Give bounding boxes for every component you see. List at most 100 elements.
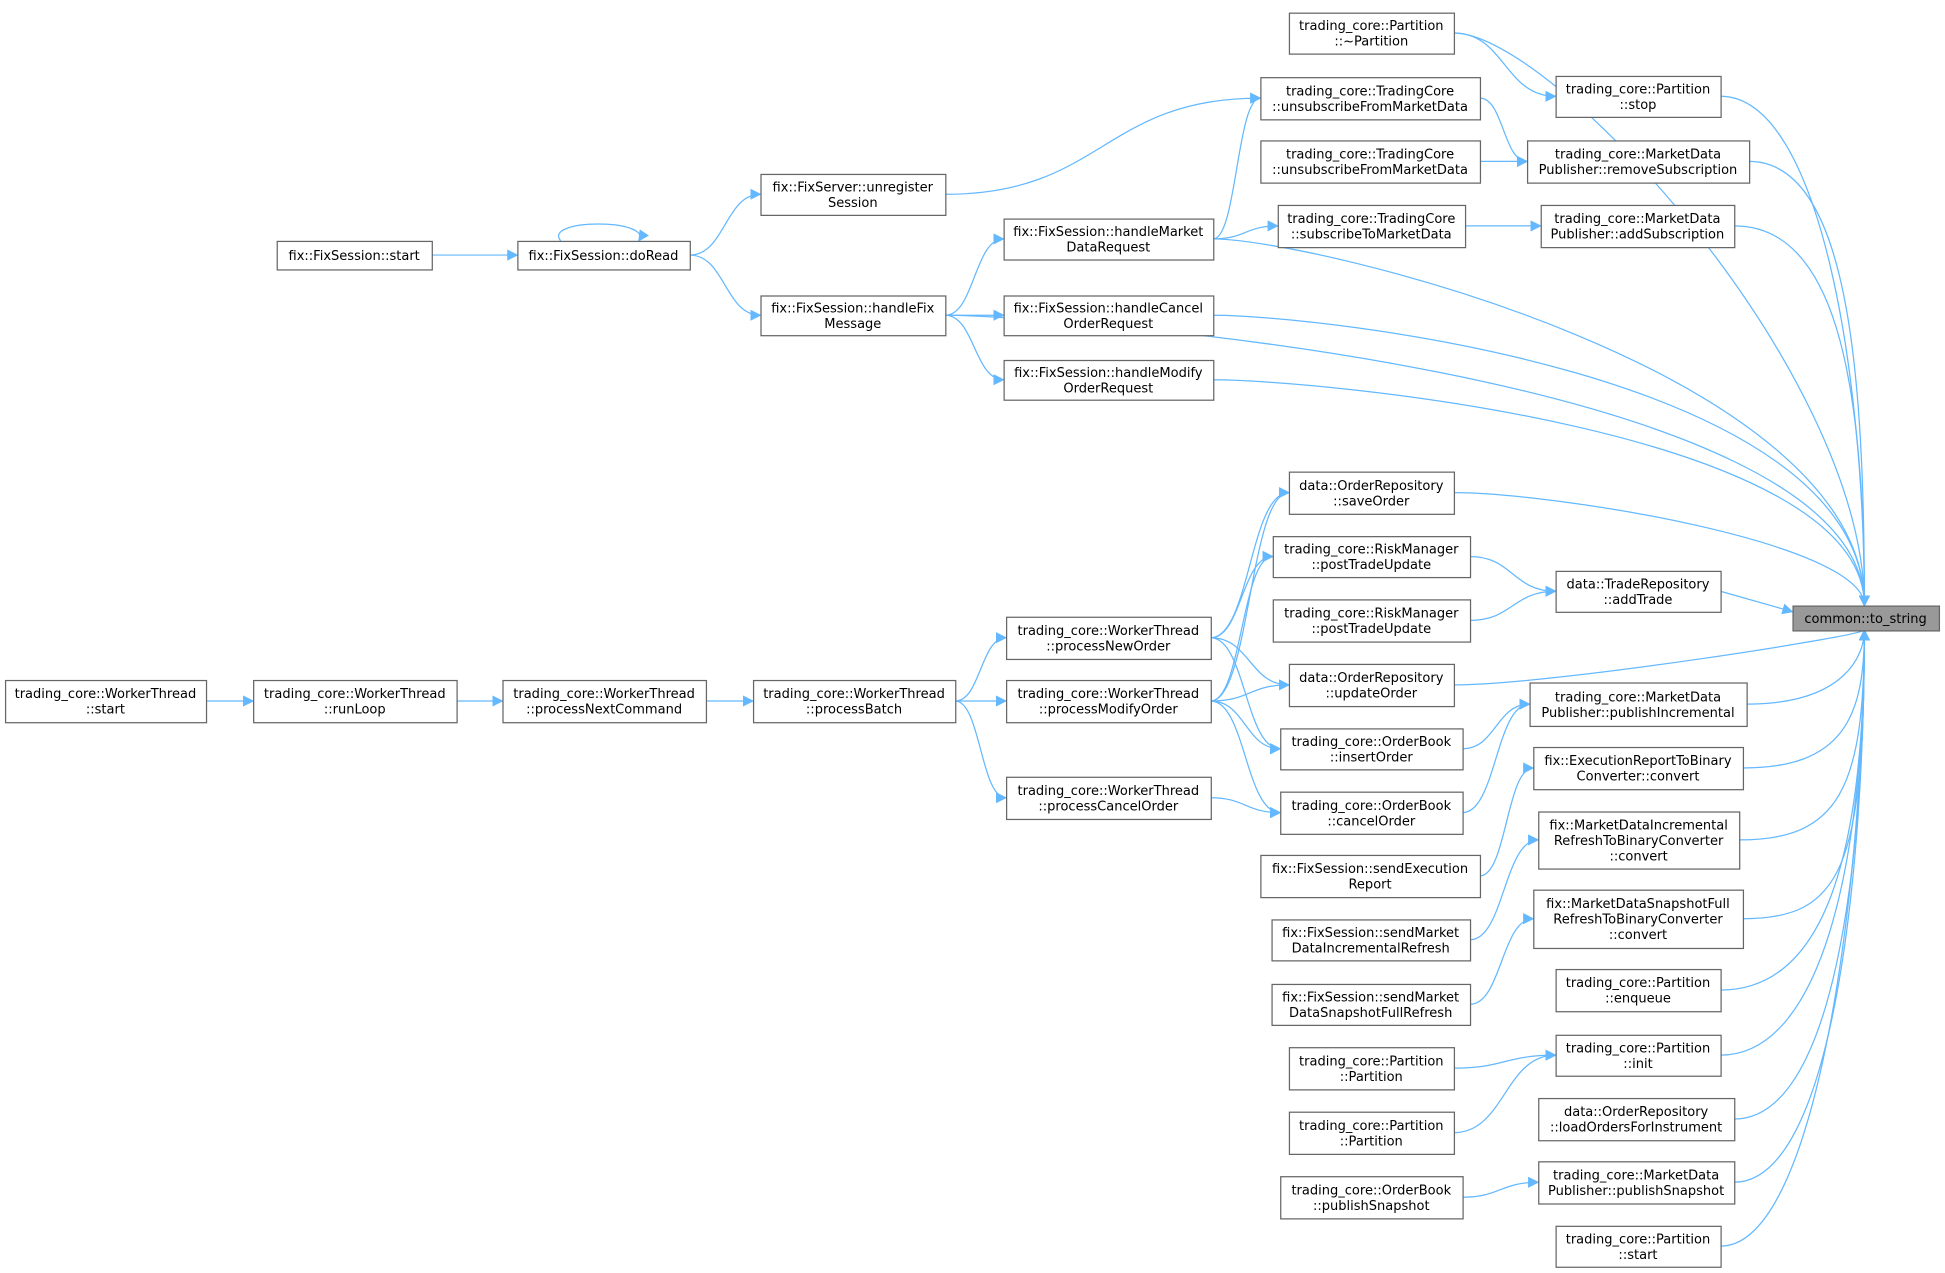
node-label: ::saveOrder bbox=[1333, 494, 1410, 509]
edge-partition_dtor-to-to_string bbox=[1453, 32, 1870, 607]
node-to_string[interactable]: common::to_string bbox=[1792, 605, 1941, 632]
edge-add_trade-to-to_string bbox=[1720, 590, 1794, 615]
node-label: Publisher::addSubscription bbox=[1551, 228, 1725, 243]
edge-handle_fix-to-handle_modify bbox=[945, 314, 1005, 386]
edge-update_order-to-to_string bbox=[1453, 629, 1870, 686]
node-subscribe[interactable]: trading_core::TradingCore::subscribeToMa… bbox=[1277, 204, 1467, 249]
node-do_read[interactable]: fix::FixSession::doRead bbox=[517, 240, 691, 271]
node-partition_dtor[interactable]: trading_core::Partition::~Partition bbox=[1288, 12, 1456, 55]
node-update_order[interactable]: data::OrderRepository::updateOrder bbox=[1288, 663, 1456, 708]
node-mdinc_conv[interactable]: fix::MarketDataIncrementalRefreshToBinar… bbox=[1538, 811, 1741, 870]
node-box bbox=[1260, 140, 1482, 184]
edge-partition_a-to-init bbox=[1453, 1049, 1557, 1069]
node-box bbox=[1555, 1034, 1722, 1077]
node-post_trade_b[interactable]: trading_core::RiskManager::postTradeUpda… bbox=[1272, 599, 1472, 643]
node-label: ::insertOrder bbox=[1330, 750, 1414, 765]
node-save_order[interactable]: data::OrderRepository::saveOrder bbox=[1288, 471, 1456, 515]
node-box bbox=[1555, 968, 1722, 1013]
edge-remove_sub-to-to_string bbox=[1749, 160, 1870, 607]
node-init[interactable]: trading_core::Partition::init bbox=[1555, 1034, 1722, 1077]
node-box bbox=[1533, 746, 1745, 791]
node-label: fix::FixSession::sendMarket bbox=[1282, 990, 1459, 1005]
node-partition_start[interactable]: trading_core::Partition::start bbox=[1555, 1225, 1722, 1268]
node-label: trading_core::Partition bbox=[1566, 976, 1711, 991]
node-ob_snapshot[interactable]: trading_core::OrderBook::publishSnapshot bbox=[1280, 1176, 1464, 1220]
node-label: fix::FixServer::unregister bbox=[773, 180, 934, 195]
node-box bbox=[1005, 679, 1212, 724]
node-label: trading_core::OrderBook bbox=[1291, 799, 1451, 814]
node-box bbox=[1288, 663, 1456, 708]
edge-post_trade_a-to-add_trade bbox=[1469, 555, 1557, 597]
node-mdsnap_conv[interactable]: fix::MarketDataSnapshotFullRefreshToBina… bbox=[1533, 889, 1745, 950]
node-label: fix::MarketDataIncremental bbox=[1549, 818, 1727, 833]
node-send_mdsnap[interactable]: fix::FixSession::sendMarketDataSnapshotF… bbox=[1271, 983, 1472, 1026]
node-box bbox=[517, 240, 691, 271]
node-fix_start[interactable]: fix::FixSession::start bbox=[276, 240, 433, 271]
node-box bbox=[1003, 295, 1215, 337]
edge-unsub_a-to-remove_sub bbox=[1479, 97, 1529, 167]
node-partition_a[interactable]: trading_core::Partition::Partition bbox=[1288, 1047, 1456, 1091]
node-label: trading_core::RiskManager bbox=[1284, 607, 1459, 622]
node-partition_stop[interactable]: trading_core::Partition::stop bbox=[1555, 75, 1722, 118]
node-wt_start[interactable]: trading_core::WorkerThread::start bbox=[4, 679, 208, 724]
node-box bbox=[1288, 1111, 1456, 1156]
node-process_new[interactable]: trading_core::WorkerThread::processNewOr… bbox=[1005, 616, 1212, 661]
node-label: data::OrderRepository bbox=[1299, 671, 1444, 686]
node-process_modify[interactable]: trading_core::WorkerThread::processModif… bbox=[1005, 679, 1212, 724]
edge-process_new-to-insert_order bbox=[1210, 637, 1282, 755]
node-label: fix::FixSession::start bbox=[289, 249, 420, 264]
node-process_batch[interactable]: trading_core::WorkerThread::processBatch bbox=[752, 679, 957, 724]
node-remove_sub[interactable]: trading_core::MarketDataPublisher::remov… bbox=[1526, 140, 1751, 184]
node-partition_b[interactable]: trading_core::Partition::Partition bbox=[1288, 1111, 1456, 1156]
node-cancel_order[interactable]: trading_core::OrderBook::cancelOrder bbox=[1280, 791, 1464, 835]
node-label: trading_core::Partition bbox=[1299, 1054, 1444, 1069]
node-label: trading_core::WorkerThread bbox=[264, 687, 446, 702]
node-add_sub[interactable]: trading_core::MarketDataPublisher::addSu… bbox=[1540, 204, 1736, 249]
node-label: Session bbox=[828, 196, 878, 211]
node-exec_conv[interactable]: fix::ExecutionReportToBinaryConverter::c… bbox=[1533, 746, 1745, 791]
edge-send_mdinc-to-mdinc_conv bbox=[1469, 834, 1540, 941]
node-box bbox=[1280, 728, 1464, 771]
edge-process_batch-to-process_cancel bbox=[955, 700, 1008, 804]
node-process_cancel[interactable]: trading_core::WorkerThread::processCance… bbox=[1005, 776, 1212, 821]
node-mdp_snapshot[interactable]: trading_core::MarketDataPublisher::publi… bbox=[1538, 1161, 1736, 1205]
node-box bbox=[1288, 471, 1456, 515]
edge-send_mdsnap-to-mdsnap_conv bbox=[1469, 913, 1535, 1005]
node-post_trade_a[interactable]: trading_core::RiskManager::postTradeUpda… bbox=[1272, 536, 1472, 579]
edge-partition_start-to-to_string bbox=[1720, 629, 1870, 1247]
node-label: fix::ExecutionReportToBinary bbox=[1544, 754, 1732, 769]
node-box bbox=[760, 173, 947, 216]
node-box bbox=[1792, 605, 1941, 632]
node-enqueue[interactable]: trading_core::Partition::enqueue bbox=[1555, 968, 1722, 1013]
node-label: ::start bbox=[86, 703, 125, 718]
node-send_mdinc[interactable]: fix::FixSession::sendMarketDataIncrement… bbox=[1271, 919, 1472, 962]
node-label: fix::FixSession::doRead bbox=[529, 249, 679, 264]
node-label: data::OrderRepository bbox=[1564, 1105, 1709, 1120]
node-label: ::cancelOrder bbox=[1327, 814, 1416, 829]
node-box bbox=[1288, 1047, 1456, 1091]
node-label: trading_core::Partition bbox=[1299, 1119, 1444, 1134]
node-publish_inc[interactable]: trading_core::MarketDataPublisher::publi… bbox=[1529, 682, 1748, 728]
node-label: trading_core::WorkerThread bbox=[1017, 687, 1199, 702]
node-add_trade[interactable]: data::TradeRepository::addTrade bbox=[1555, 570, 1722, 613]
node-insert_order[interactable]: trading_core::OrderBook::insertOrder bbox=[1280, 728, 1464, 771]
node-label: trading_core::Partition bbox=[1299, 19, 1444, 34]
node-next_cmd[interactable]: trading_core::WorkerThread::processNextC… bbox=[502, 679, 708, 724]
node-label: fix::FixSession::handleMarket bbox=[1013, 225, 1203, 240]
edge-process_new-to-update_order bbox=[1210, 637, 1290, 691]
node-handle_modify[interactable]: fix::FixSession::handleModifyOrderReques… bbox=[1003, 359, 1215, 401]
node-run_loop[interactable]: trading_core::WorkerThread::runLoop bbox=[253, 679, 458, 724]
node-unsub_a[interactable]: trading_core::TradingCore::unsubscribeFr… bbox=[1260, 77, 1482, 121]
node-box bbox=[1005, 776, 1212, 821]
edge-process_new-to-post_trade_a bbox=[1210, 550, 1274, 639]
node-label: ::~Partition bbox=[1334, 35, 1408, 50]
edge-process_modify-to-cancel_order bbox=[1210, 700, 1282, 819]
node-handle_cancel[interactable]: fix::FixSession::handleCancelOrderReques… bbox=[1003, 295, 1215, 337]
node-load_orders[interactable]: data::OrderRepository::loadOrdersForInst… bbox=[1538, 1097, 1736, 1142]
node-unsub_b[interactable]: trading_core::TradingCore::unsubscribeFr… bbox=[1260, 140, 1482, 184]
edge-ob_snapshot-to-mdp_snapshot bbox=[1462, 1176, 1540, 1198]
